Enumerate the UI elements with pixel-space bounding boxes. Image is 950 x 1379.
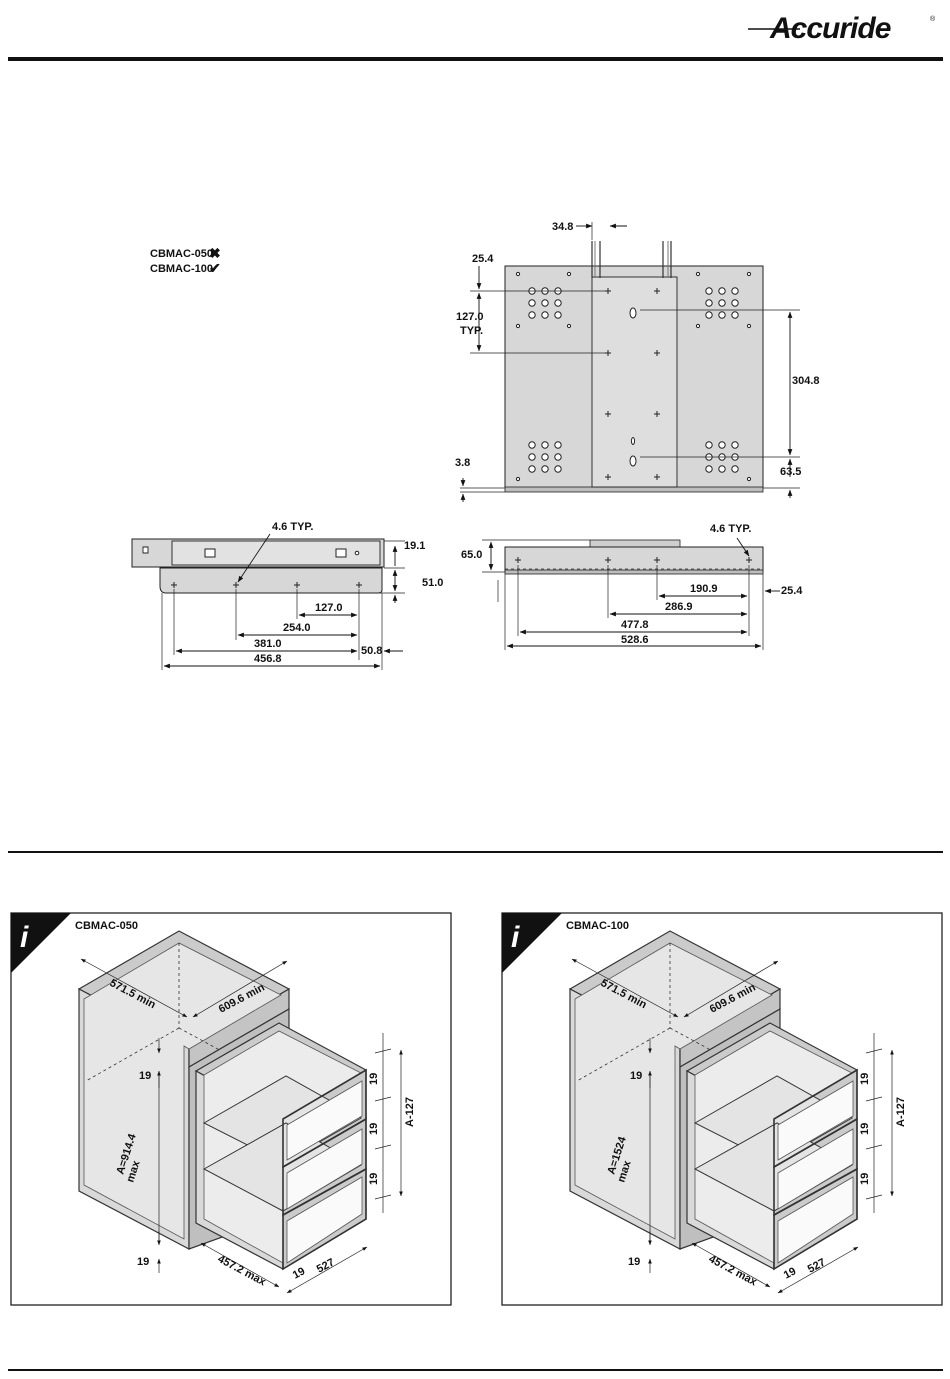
model-legend: CBMAC-050 ✖ CBMAC-100 ✔	[150, 245, 221, 276]
dim-front-528-6: 528.6	[621, 634, 649, 646]
dim-front-25-4: 25.4	[781, 585, 803, 597]
dim-top-3-8: 3.8	[455, 457, 470, 469]
cross-icon: ✖	[209, 245, 221, 261]
dim-stack-height: A-127	[895, 1097, 907, 1127]
dim-stack-height: A-127	[404, 1097, 416, 1127]
dim-gap-3: 19	[859, 1173, 871, 1185]
dim-front-286-9: 286.9	[665, 601, 693, 613]
dim-top-25-4: 25.4	[472, 253, 494, 265]
dim-top-gap: 19	[139, 1070, 151, 1082]
accuride-logo: Accuride ®	[748, 12, 936, 45]
cabinet-panel-cbmac-100: i CBMAC-100 571.5 min 609.6 min 19 A	[501, 912, 943, 1306]
panel-model-label: CBMAC-050	[75, 920, 138, 932]
dim-side-381: 381.0	[254, 638, 282, 650]
dim-front-65-0: 65.0	[461, 549, 482, 561]
check-icon: ✔	[209, 260, 221, 276]
header: Accuride ®	[8, 12, 943, 61]
header-rule	[8, 57, 943, 61]
dim-bottom-gap: 19	[137, 1256, 149, 1268]
dim-side-127: 127.0	[315, 602, 343, 614]
dim-side-4-6: 4.6 TYP.	[272, 521, 313, 533]
dim-top-63-5: 63.5	[780, 466, 801, 478]
dim-side-254: 254.0	[283, 622, 311, 634]
dim-top-gap: 19	[630, 1070, 642, 1082]
dim-top-127: 127.0	[456, 311, 484, 323]
dim-top-typ: TYP.	[460, 325, 483, 337]
dim-top-34-8: 34.8	[552, 221, 573, 233]
info-badge	[11, 913, 71, 973]
legend-model-050: CBMAC-050	[150, 248, 213, 260]
dim-side-19-1: 19.1	[404, 540, 425, 552]
dim-gap-1: 19	[368, 1073, 380, 1085]
section-rule	[8, 851, 943, 853]
dim-top-304-8: 304.8	[792, 375, 820, 387]
info-badge	[502, 913, 562, 973]
dim-side-51-0: 51.0	[422, 577, 443, 589]
registered-mark: ®	[930, 15, 936, 23]
dim-side-456-8: 456.8	[254, 653, 282, 665]
info-icon: i	[20, 921, 29, 954]
footer-rule	[8, 1369, 943, 1371]
dim-side-50-8: 50.8	[361, 645, 382, 657]
info-icon: i	[511, 921, 520, 954]
logo-text: Accuride	[769, 12, 891, 45]
dim-gap-2: 19	[368, 1123, 380, 1135]
dim-gap-2: 19	[859, 1123, 871, 1135]
dim-gap-1: 19	[859, 1073, 871, 1085]
front-view-drawing: 4.6 TYP. 65.0 190.9 25.4 286.9 477.8 528…	[461, 523, 803, 650]
dim-gap-3: 19	[368, 1173, 380, 1185]
cabinet-panel-cbmac-050: i CBMAC-050 571.5 min 609.6 min 19 A	[10, 912, 452, 1306]
dim-front-4-6: 4.6 TYP.	[710, 523, 751, 535]
dim-bottom-gap: 19	[628, 1256, 640, 1268]
legend-model-100: CBMAC-100	[150, 263, 213, 275]
dim-front-477-8: 477.8	[621, 619, 649, 631]
top-view-drawing: 34.8 25.4 127.0 TYP. 304.8 3.8 63.5	[455, 221, 820, 502]
panel-model-label: CBMAC-100	[566, 920, 629, 932]
dim-front-190-9: 190.9	[690, 583, 718, 595]
side-view-drawing: 4.6 TYP. 19.1 51.0 127.0 254.0 381.0 50.…	[131, 521, 443, 670]
